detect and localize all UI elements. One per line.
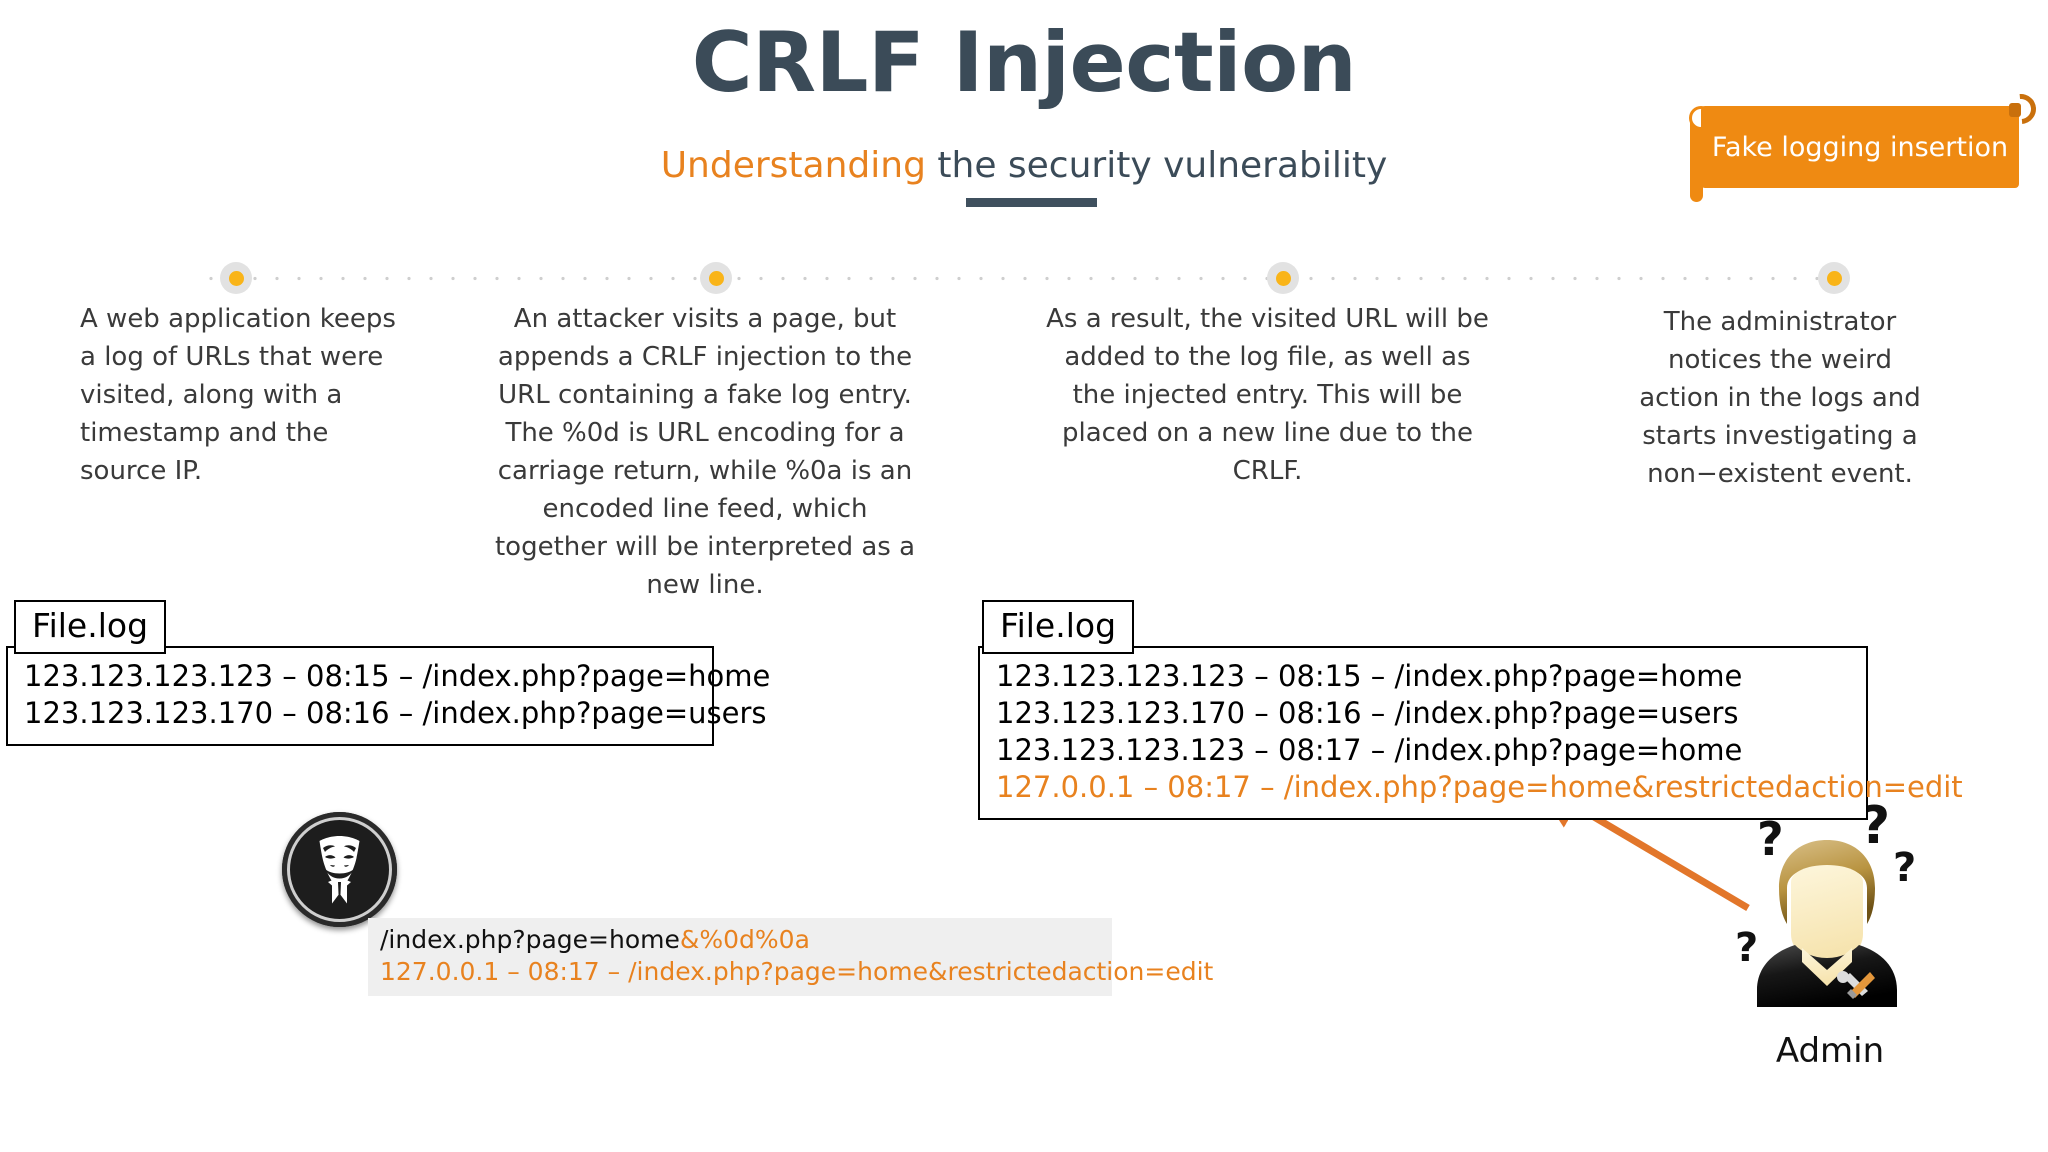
question-mark-3: ? [1893,845,1917,891]
log-file-tab-before: File.log [14,600,167,654]
question-mark-1: ? [1757,812,1784,866]
banner-body: Fake logging insertion [1701,106,2019,188]
log-line-injected: 127.0.0.1 – 08:17 – /index.php?page=home… [996,770,1963,804]
log-line: 123.123.123.123 – 08:17 – /index.php?pag… [996,733,1743,767]
log-line: 123.123.123.123 – 08:15 – /index.php?pag… [24,659,771,693]
title-underline-rule [966,198,1097,207]
step-text-2: An attacker visits a page, but appends a… [494,304,916,600]
fake-logging-banner: Fake logging insertion [1689,87,2043,202]
timeline-dot-1 [220,262,252,294]
step-text-3: As a result, the visited URL will be add… [1046,304,1489,486]
mask-glyph-icon [319,836,360,904]
callout-url-plain: /index.php?page=home [380,925,680,954]
banner-curl-right-tail-icon [2009,103,2021,117]
timeline-dot-3 [1267,262,1299,294]
callout-url-injection: &%0d%0a [679,925,810,954]
question-mark-4: ? [1735,925,1759,971]
subtitle-rest: the security vulnerability [925,145,1388,186]
timeline-dot-core-2 [708,270,724,286]
banner-label: Fake logging insertion [1711,131,2009,163]
log-file-tab-after: File.log [982,600,1135,654]
injected-url-callout: /index.php?page=home&%0d%0a 127.0.0.1 – … [368,918,1214,996]
callout-line-2: 127.0.0.1 – 08:17 – /index.php?page=home… [380,957,1214,986]
log-file-box-before: 123.123.123.123 – 08:15 – /index.php?pag… [6,646,771,746]
timeline-dot-core-1 [228,270,244,286]
page-title: CRLF Injection [691,14,1357,111]
admin-user-icon [1757,840,1897,1007]
timeline-dot-core-3 [1275,270,1291,286]
page-subtitle: Understanding the security vulnerability [0,145,2048,187]
step-text-1: A web application keeps a log of URLs th… [80,304,396,486]
timeline-dotted-line [200,276,1852,281]
log-line: 123.123.123.170 – 08:16 – /index.php?pag… [996,696,1739,730]
subtitle-accent: Understanding [660,145,926,186]
step-text-4: The administrator notices the weird acti… [1639,307,1921,489]
tools-badge-icon [1837,971,1875,999]
log-file-box-after: 123.123.123.123 – 08:15 – /index.php?pag… [978,646,1963,820]
banner-pole [1690,114,1703,202]
admin-label: Admin [1775,1031,1885,1071]
timeline-dot-core-4 [1826,270,1842,286]
timeline-dot-4 [1818,262,1850,294]
log-line: 123.123.123.123 – 08:15 – /index.php?pag… [996,659,1743,693]
timeline-dot-2 [700,262,732,294]
anonymous-mask-icon [282,812,397,927]
log-line: 123.123.123.170 – 08:16 – /index.php?pag… [24,696,767,730]
callout-line-1: /index.php?page=home&%0d%0a [380,924,1100,956]
